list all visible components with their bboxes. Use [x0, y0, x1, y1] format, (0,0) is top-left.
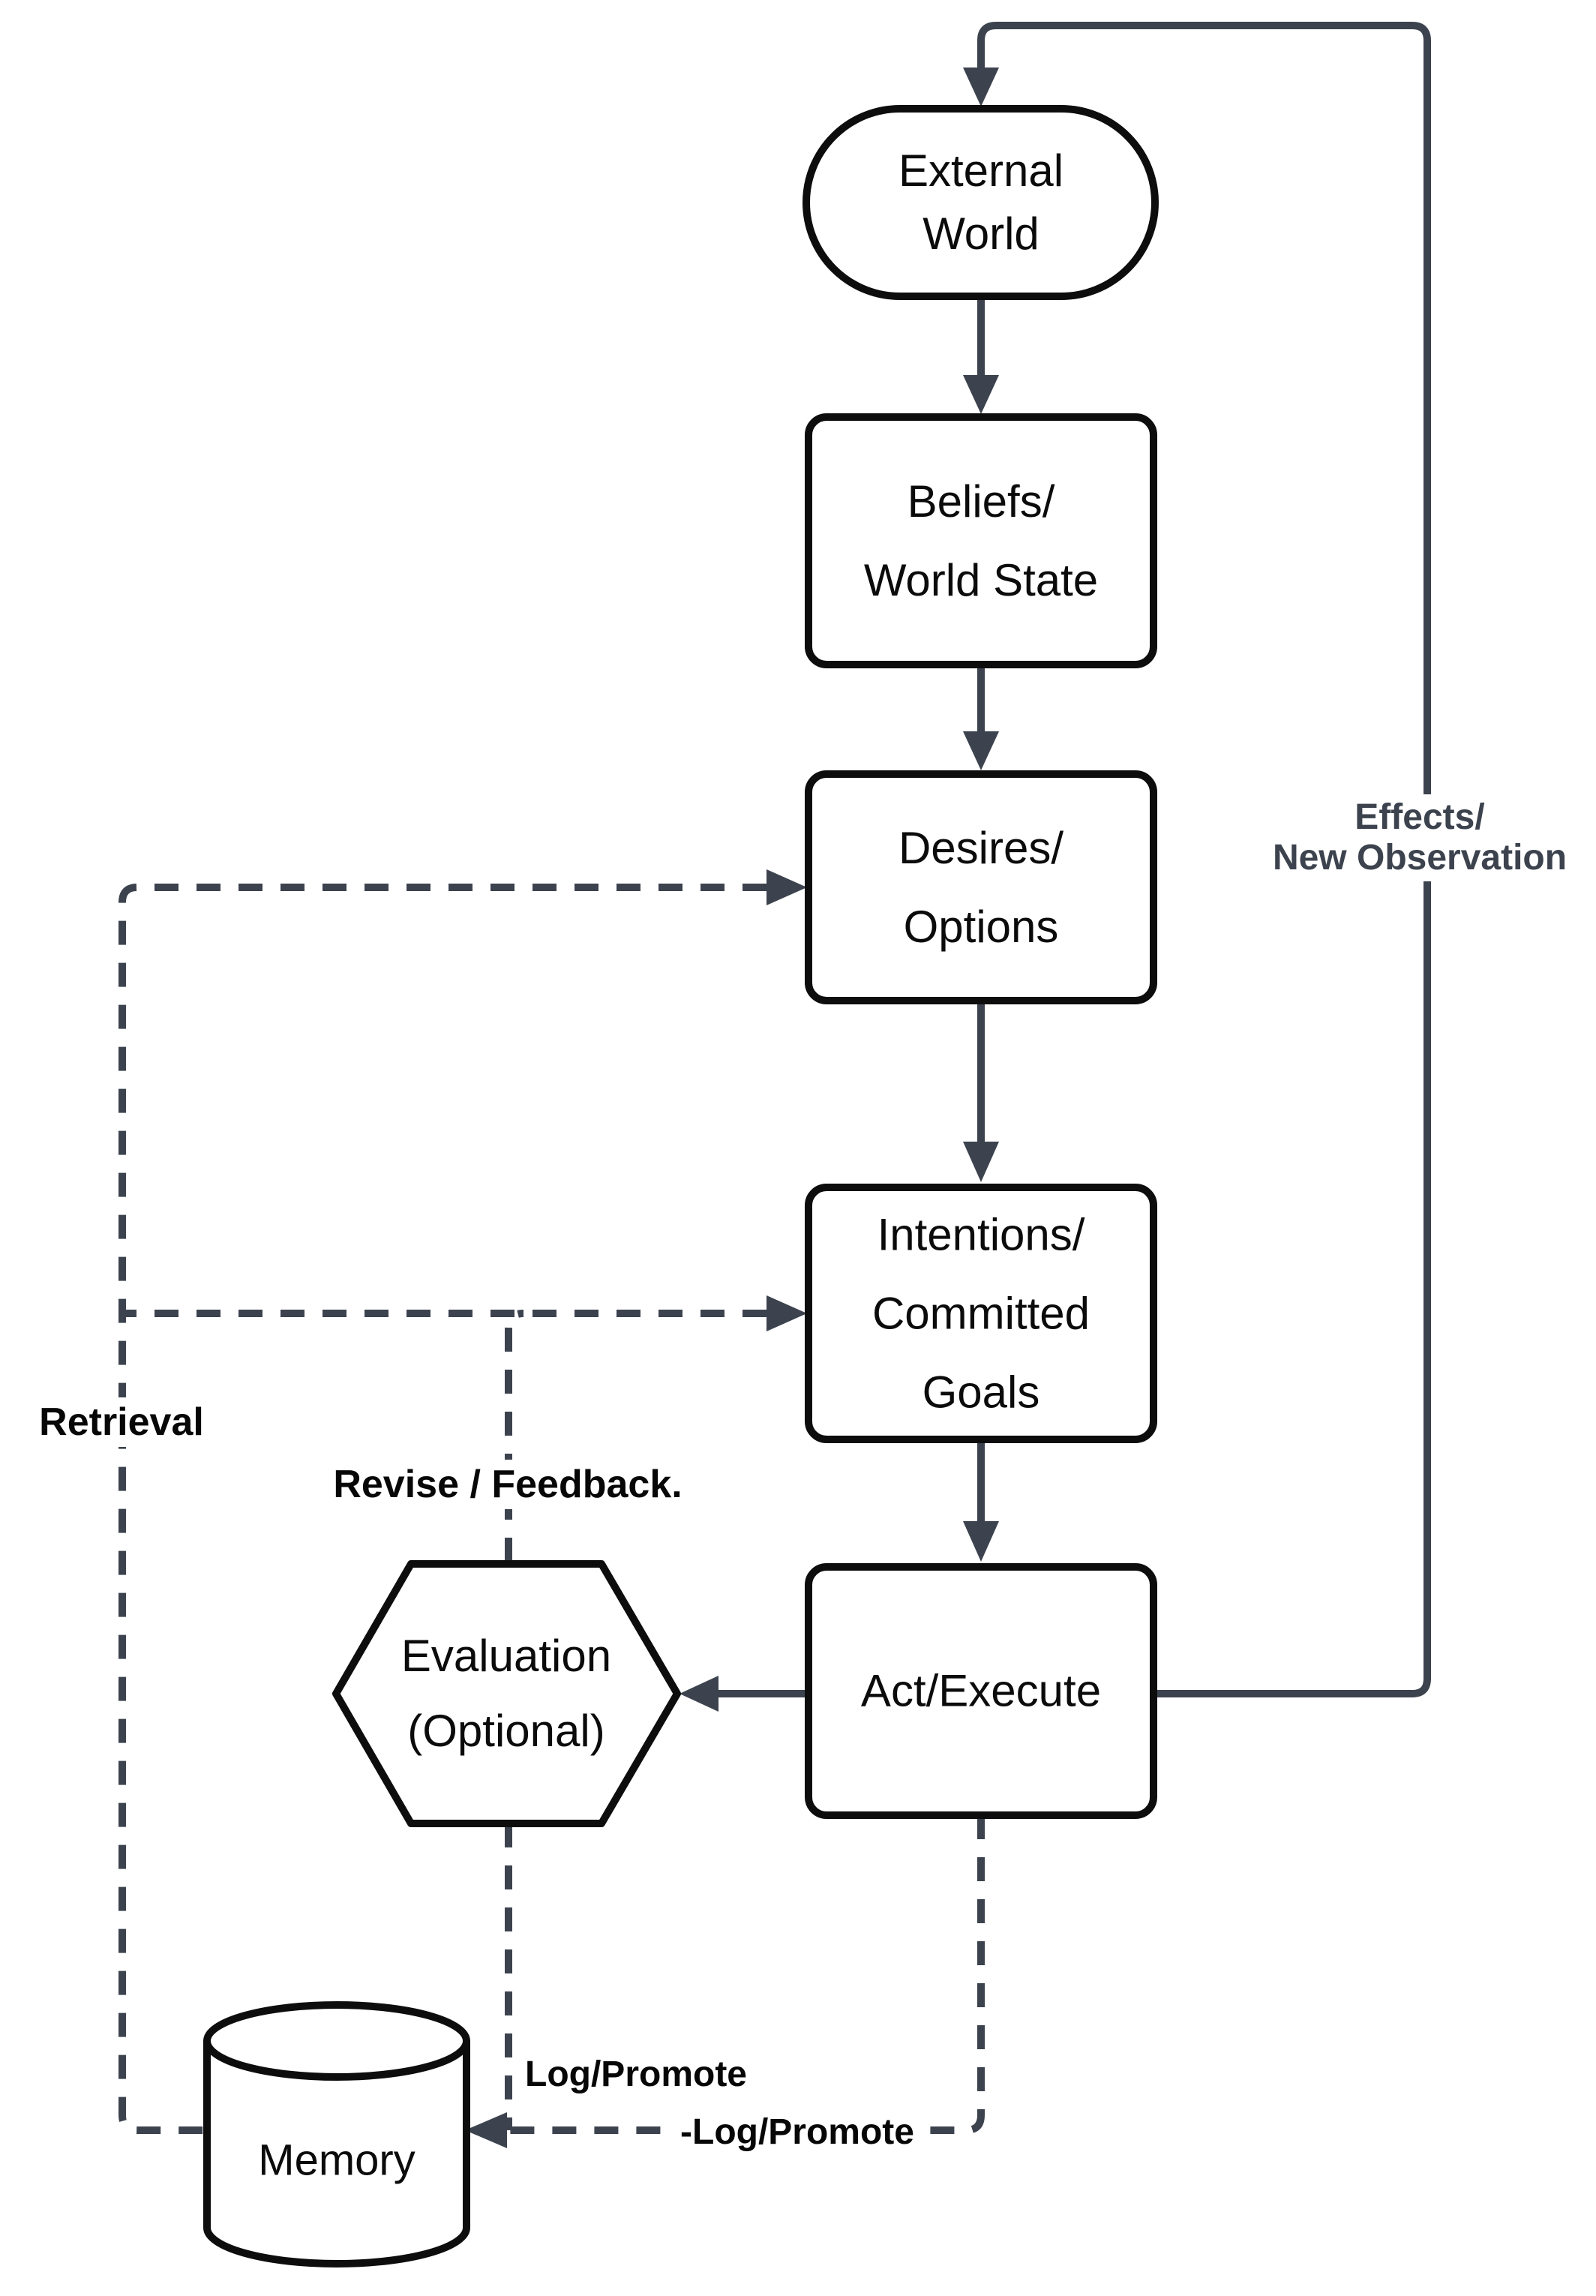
external-world-label: External World [898, 140, 1064, 266]
memory-label: Memory [258, 2135, 416, 2185]
edge-act-to-memory [507, 1815, 985, 2134]
evaluation-label: Evaluation (Optional) [401, 1619, 611, 1769]
desires-box [805, 770, 1157, 1004]
intentions-line3: Goals [922, 1367, 1040, 1418]
beliefs-line2: World State [863, 555, 1099, 605]
arrowhead-into-memory [465, 2112, 507, 2148]
act-label: Act/Execute [860, 1665, 1102, 1716]
desires-label: Desires/ Options [898, 809, 1064, 966]
beliefs-box [805, 413, 1157, 668]
desires-line1: Desires/ [898, 823, 1064, 873]
intentions-line1: Intentions/ [877, 1209, 1085, 1260]
arrowhead-into-intentions [963, 1142, 999, 1182]
intentions-box [805, 1184, 1157, 1443]
log-promote-lower-label: -Log/Promote [674, 2109, 920, 2156]
external-world-stadium [802, 105, 1159, 300]
edge-revise-feedback [505, 1310, 524, 1562]
arrowhead-into-evaluation [680, 1676, 718, 1712]
beliefs-line1: Beliefs/ [907, 476, 1055, 527]
log-promote-upper-label: Log/Promote [525, 2054, 747, 2094]
arrowhead-into-external-world [963, 68, 999, 107]
intentions-label: Intentions/ Committed Goals [872, 1196, 1090, 1432]
evaluation-hexagon [332, 1560, 681, 1827]
effects-line2: New Observation [1272, 838, 1568, 878]
edge-retrieval-trunk [118, 884, 766, 2134]
arrowhead-into-beliefs [963, 375, 999, 414]
effects-new-observation-label: Effects/ New Observation [1262, 794, 1578, 881]
arrowhead-retrieval-into-intentions [766, 1295, 807, 1331]
evaluation-line2: (Optional) [407, 1706, 605, 1756]
act-box [805, 1563, 1157, 1819]
evaluation-line1: Evaluation [400, 1631, 612, 1681]
arrowhead-retrieval-into-desires [766, 869, 807, 905]
desires-line2: Options [903, 902, 1059, 952]
beliefs-label: Beliefs/ World State [864, 462, 1098, 620]
retrieval-label: Retrieval [28, 1397, 214, 1447]
external-world-line1: External [898, 146, 1064, 196]
intentions-line2: Committed [872, 1288, 1090, 1339]
revise-feedback-label: Revise / Feedback. [322, 1460, 693, 1509]
edge-effects-loop [977, 22, 1431, 1697]
memory-cylinder [203, 2001, 470, 2267]
arrowhead-into-desires [963, 731, 999, 770]
effects-line1: Effects/ [1354, 797, 1485, 837]
arrowhead-into-act [963, 1521, 999, 1562]
external-world-line2: World [922, 209, 1040, 259]
